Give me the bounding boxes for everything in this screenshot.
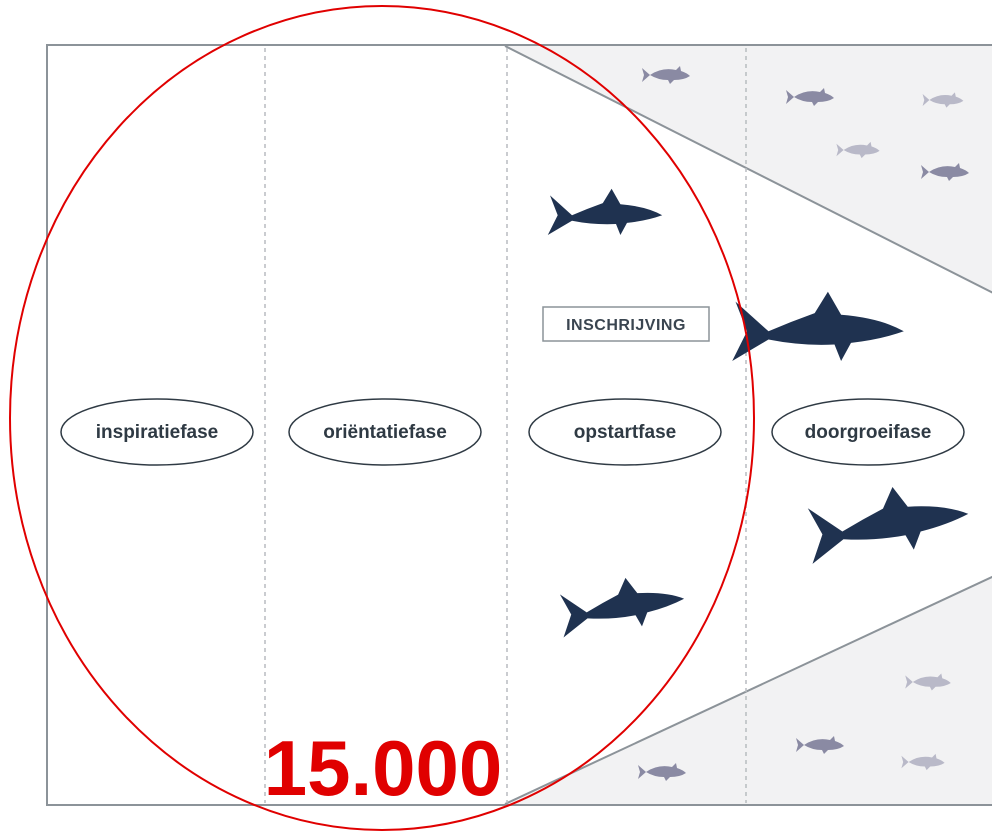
phase-label-inspiration: inspiratiefase: [96, 422, 219, 443]
phase-label-orientation: oriëntatiefase: [323, 422, 447, 443]
phase-ellipse: [528, 398, 722, 466]
phase-ellipse: [771, 398, 965, 466]
phase-label-startup: opstartfase: [574, 422, 676, 443]
milestone-box: [542, 306, 710, 342]
milestone-label: INSCHRIJVING: [566, 317, 686, 334]
phase-ellipse: [60, 398, 254, 466]
funnel-upper-edge: [504, 45, 992, 294]
phase-label-growth: doorgroeifase: [805, 422, 932, 443]
funnel-lower-edge: [504, 575, 992, 805]
annotation-number: 15.000: [264, 724, 503, 812]
phase-ellipse: [288, 398, 482, 466]
annotation-circle: [9, 5, 755, 831]
